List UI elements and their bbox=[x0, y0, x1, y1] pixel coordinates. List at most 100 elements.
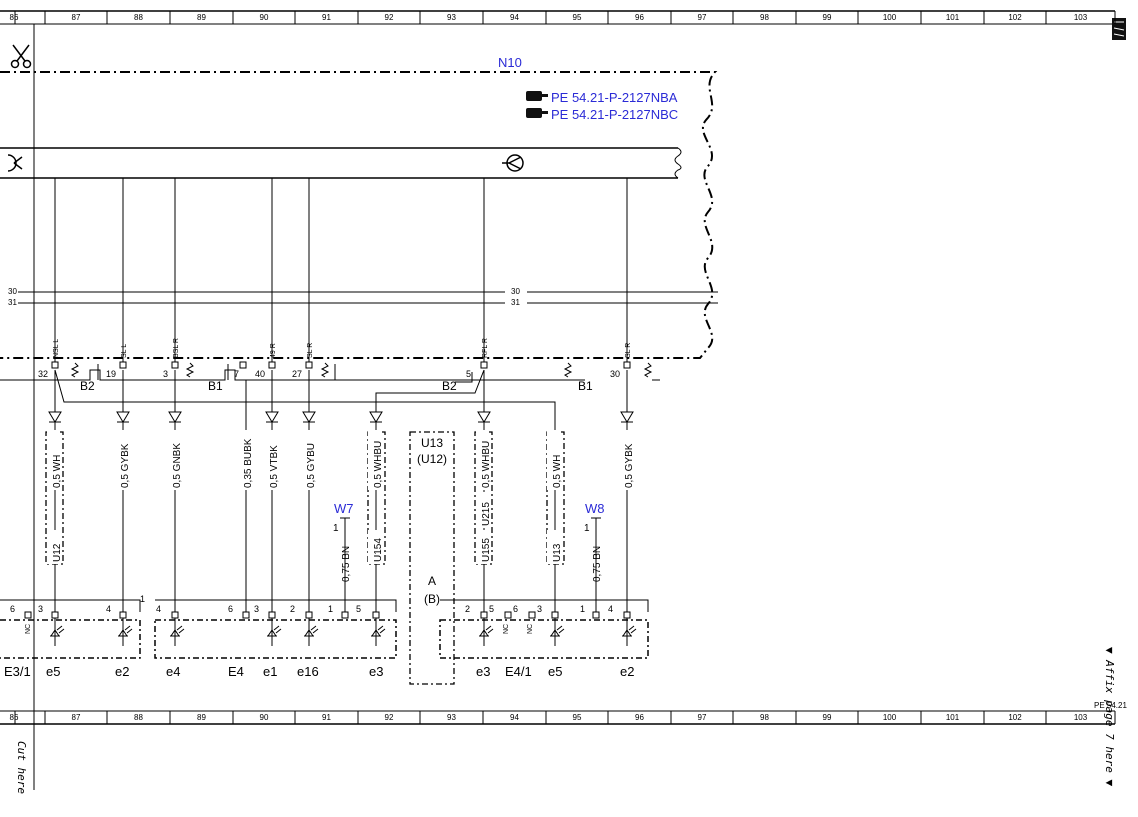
signal-label: RFL R bbox=[482, 338, 489, 358]
pin-terminal bbox=[119, 361, 127, 369]
zigzag-shields bbox=[70, 362, 653, 378]
ruler-top-101: 101 bbox=[946, 13, 960, 22]
ruler-top-95: 95 bbox=[573, 13, 582, 22]
connector-arrow-icon bbox=[116, 411, 130, 423]
pin-number-bottom: 4 bbox=[156, 604, 161, 614]
component-label: e5 bbox=[548, 664, 562, 679]
ruler-bottom-88: 88 bbox=[134, 713, 143, 722]
component-label: E3/1 bbox=[4, 664, 31, 679]
affix-page-note: ▼ Affix page 7 here ▼ bbox=[1103, 647, 1116, 786]
ruler-top-90: 90 bbox=[260, 13, 269, 22]
ruler-bottom-96: 96 bbox=[635, 713, 644, 722]
pin-number-bottom: 4 bbox=[608, 604, 613, 614]
lamp-icon bbox=[304, 618, 319, 646]
lamp-symbols bbox=[50, 618, 637, 646]
ground-label-b2-left: B2 bbox=[80, 379, 95, 393]
transistor-icon-left bbox=[7, 154, 23, 172]
ruler-top-86: 86 bbox=[10, 13, 19, 22]
wire-label: 0,5 GNBK bbox=[172, 443, 183, 488]
ruler-bottom-98: 98 bbox=[760, 713, 769, 722]
pin-terminal bbox=[504, 611, 512, 619]
splice-label: U13 bbox=[552, 543, 563, 562]
signal-label: 49 R bbox=[270, 343, 277, 358]
ruler-top-87: 87 bbox=[72, 13, 81, 22]
ruler-bottom-95: 95 bbox=[573, 713, 582, 722]
ruler-bottom-103: 103 bbox=[1074, 713, 1088, 722]
pin-number-bottom: 4 bbox=[106, 604, 111, 614]
pin-number-bottom: 2 bbox=[465, 604, 470, 614]
wire-label: 0,5 GYBK bbox=[624, 443, 635, 488]
connector-arrows bbox=[48, 411, 634, 423]
ref-link-2-text[interactable]: PE 54.21-P-2127NBC bbox=[551, 107, 678, 122]
pin-number: 19 bbox=[106, 369, 116, 379]
ruler-bottom-97: 97 bbox=[698, 713, 707, 722]
nc-label: NC bbox=[25, 624, 32, 634]
pin-number: 5 bbox=[466, 369, 471, 379]
ruler-bottom-93: 93 bbox=[447, 713, 456, 722]
ruler-top-97: 97 bbox=[698, 13, 707, 22]
connector-strip-top bbox=[0, 364, 660, 383]
ruler-bottom-102: 102 bbox=[1008, 713, 1022, 722]
pin-number-bottom: 6 bbox=[513, 604, 518, 614]
pin-terminal bbox=[171, 361, 179, 369]
signal-label: SL R bbox=[307, 343, 314, 358]
ref-link-1[interactable]: PE 54.21-P-2127NBA bbox=[526, 90, 678, 105]
svg-text:W8: W8 bbox=[585, 501, 605, 516]
pin-number-bottom: 1 bbox=[140, 594, 145, 604]
line-30-label-mid: 30 bbox=[511, 287, 520, 296]
ruler-bottom-91: 91 bbox=[322, 713, 331, 722]
splice-label: U12 bbox=[52, 543, 63, 562]
scissors-icon bbox=[10, 44, 32, 69]
connector-arrow-icon bbox=[265, 411, 279, 423]
wire-label: 0,5 WHBU bbox=[373, 441, 384, 488]
component-label: E4/1 bbox=[505, 664, 532, 679]
pin-terminal bbox=[51, 361, 59, 369]
connector-u13-b: (B) bbox=[424, 592, 440, 606]
splice-label: U155 bbox=[481, 538, 492, 562]
ruler-bottom-99: 99 bbox=[823, 713, 832, 722]
signal-label: BSL R bbox=[173, 338, 180, 358]
lamp-icon bbox=[118, 618, 133, 646]
pin-number-bottom: 3 bbox=[254, 604, 259, 614]
lamp-icon bbox=[170, 618, 185, 646]
connector-u13-alt: (U12) bbox=[417, 452, 447, 466]
wire-label: 0,5 GYBK bbox=[120, 443, 131, 488]
ruler-bottom-90: 90 bbox=[260, 713, 269, 722]
component-label: e2 bbox=[620, 664, 634, 679]
ground-label-b1-right: B1 bbox=[578, 379, 593, 393]
pin-terminal bbox=[623, 611, 631, 619]
pointing-hand-icon bbox=[526, 91, 548, 101]
pin-number: 32 bbox=[38, 369, 48, 379]
connector-arrow-icon bbox=[168, 411, 182, 423]
connector-arrow-icon bbox=[48, 411, 62, 423]
ruler-top-94: 94 bbox=[510, 13, 519, 22]
pin-terminal bbox=[171, 611, 179, 619]
wire-label: 0,5 GYBU bbox=[306, 443, 317, 488]
ruler-top-99: 99 bbox=[823, 13, 832, 22]
wire-label: 0,35 BUBK bbox=[243, 438, 254, 488]
pin-terminal bbox=[623, 361, 631, 369]
component-label: e3 bbox=[476, 664, 490, 679]
lamp-icon bbox=[550, 618, 565, 646]
ruler-top-100: 100 bbox=[883, 13, 897, 22]
ref-link-2[interactable]: PE 54.21-P-2127NBC bbox=[526, 107, 678, 122]
ruler-bottom-87: 87 bbox=[72, 713, 81, 722]
pin-number-bottom: 2 bbox=[290, 604, 295, 614]
ruler-top-91: 91 bbox=[322, 13, 331, 22]
ref-link-1-text[interactable]: PE 54.21-P-2127NBA bbox=[551, 90, 678, 105]
pin-terminal bbox=[268, 361, 276, 369]
pin-number: 7 bbox=[234, 369, 239, 379]
ruler-bottom-101: 101 bbox=[946, 713, 960, 722]
svg-text:W7: W7 bbox=[334, 501, 354, 516]
staple-icon bbox=[1112, 18, 1126, 40]
connector-arrow-icon bbox=[302, 411, 316, 423]
pin-number-bottom: 5 bbox=[356, 604, 361, 614]
connector-arrow-icon bbox=[369, 411, 383, 423]
svg-text:1: 1 bbox=[584, 523, 590, 534]
